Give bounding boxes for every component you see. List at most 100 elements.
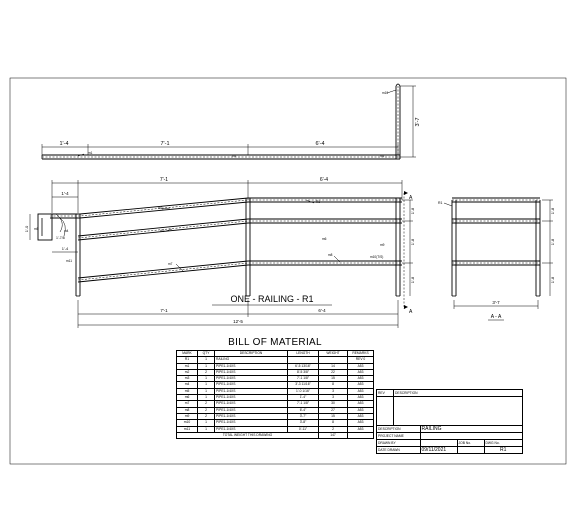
sheet-border bbox=[9, 77, 567, 465]
elev-dim-label: 1'-8 bbox=[410, 276, 415, 283]
elev-dim-label: 1'-4 bbox=[61, 191, 69, 196]
rev-header: REV bbox=[376, 389, 394, 397]
section-view: R1 1'-8 1'-8 1'-8 3'-7 A - A bbox=[438, 197, 555, 321]
bom-cell-remarks: REV 0 bbox=[347, 356, 374, 364]
dwg-no-value: R1 bbox=[483, 446, 523, 454]
lower-rail bbox=[77, 264, 402, 283]
bom-cell-remarks: A53 bbox=[347, 368, 374, 377]
part-mark: m1 bbox=[380, 154, 385, 158]
bom-header-row: MARK QTY DESCRIPTION LENGTH WEIGHT REMAR… bbox=[176, 349, 374, 358]
part-mark: m5 bbox=[34, 227, 39, 231]
elev-dim-label: 1'-0 bbox=[24, 225, 29, 232]
elev-dim-label: 7'-1 bbox=[160, 308, 168, 313]
part-mark: m10(T/S) bbox=[370, 255, 383, 259]
job-no-label: JOB No. bbox=[456, 439, 485, 447]
project-label: PROJECT NAME bbox=[376, 432, 421, 440]
bom-header-remarks: REMARKS bbox=[347, 349, 374, 358]
bom-total-blank bbox=[347, 431, 374, 440]
bom-cell-remarks: A53 bbox=[347, 387, 374, 396]
section-arrow bbox=[404, 191, 408, 195]
section-dim-label: 1'-8 bbox=[550, 276, 555, 283]
part-mark: m6 bbox=[322, 237, 327, 241]
section-dim-label: 3'-7 bbox=[492, 300, 500, 305]
bom-cell-remarks: A53 bbox=[347, 419, 374, 427]
top-rail bbox=[50, 197, 402, 215]
elev-dim-label: 1'-8 bbox=[410, 238, 415, 245]
title-block: REV DESCRIPTION DESCRIPTION RAILING PROJ… bbox=[376, 389, 523, 454]
part-mark: m1 bbox=[88, 151, 93, 155]
elev-dim-label: 6'-4 bbox=[320, 177, 328, 183]
part-mark: m10 bbox=[382, 91, 388, 95]
description-value: RAILING bbox=[419, 425, 523, 433]
bom-cell-remarks: A53 bbox=[347, 400, 374, 408]
bom-cell-remarks: A53 bbox=[347, 362, 374, 370]
date-value: 09/11/2021 bbox=[419, 446, 458, 454]
bom-cell-remarks: A53 bbox=[347, 425, 374, 433]
section-arrow bbox=[404, 305, 408, 309]
part-mark: m8 bbox=[328, 253, 333, 257]
bom-title: BILL OF MATERIAL bbox=[228, 337, 322, 348]
section-mark: A bbox=[409, 195, 413, 201]
top-dim-label: 3'-7 bbox=[415, 118, 421, 127]
section-mark: A bbox=[409, 309, 413, 315]
view-heading: ONE - RAILING - R1 bbox=[230, 294, 313, 304]
project-value bbox=[419, 432, 523, 440]
part-mark: m3 bbox=[160, 229, 165, 233]
lower-rail bbox=[77, 260, 402, 279]
bom-cell-remarks: A53 bbox=[347, 394, 374, 402]
top-dim-label: 7'-1 bbox=[161, 141, 170, 147]
description-label: DESCRIPTION bbox=[376, 425, 421, 433]
elev-dim-label: 12'-5 bbox=[233, 319, 243, 324]
elev-dim-label: 1'-7/8 bbox=[56, 236, 65, 240]
section-label: A - A bbox=[491, 314, 502, 320]
elevation-view: 7'-1 6'-4 1'-4 1'-0 1' bbox=[24, 177, 415, 328]
bom-total-label: TOTAL WEIGHT THIS DRAWING bbox=[176, 431, 319, 440]
part-mark: m9 bbox=[380, 243, 385, 247]
part-mark: m7 bbox=[168, 262, 173, 266]
bom-total-weight: 147 bbox=[318, 431, 348, 440]
part-mark: R1 bbox=[438, 201, 443, 205]
elev-dim-label: 1'-8 bbox=[410, 207, 415, 214]
bom-table: MARK QTY DESCRIPTION LENGTH WEIGHT REMAR… bbox=[176, 349, 374, 440]
elev-dim-label: 7'-1 bbox=[160, 177, 168, 183]
elev-dim-label: 6'-4 bbox=[318, 308, 326, 313]
date-label: DATE DRAWN bbox=[376, 446, 421, 454]
bom-cell-remarks: A53 bbox=[347, 406, 374, 414]
part-mark: m11 bbox=[66, 259, 72, 263]
bom-cell-remarks: A53 bbox=[347, 412, 374, 421]
bom-cell-remarks: A53 bbox=[347, 381, 374, 389]
section-dim-label: 1'-8 bbox=[550, 238, 555, 245]
description-header: DESCRIPTION bbox=[393, 389, 523, 397]
top-dim-label: 1'-4 bbox=[60, 141, 69, 147]
end-loop bbox=[37, 213, 53, 241]
elev-dim-label: 1'-4 bbox=[62, 246, 69, 251]
part-mark: m2 bbox=[158, 206, 163, 210]
part-mark: m1 bbox=[232, 154, 237, 158]
bom-cell-remarks: A53 bbox=[347, 375, 374, 383]
top-rail bbox=[50, 201, 402, 219]
dwg-no-label: DWG No. bbox=[483, 439, 523, 447]
mid-rail bbox=[77, 218, 402, 237]
part-mark: m4 bbox=[64, 229, 69, 233]
part-mark: R1 bbox=[316, 200, 320, 204]
top-view: 1'-4 7'-1 6'-4 3'-7 m10 m1 m1 m1 bbox=[41, 83, 421, 160]
drawn-by-label: DRAWN BY bbox=[376, 439, 421, 447]
top-dim-label: 6'-4 bbox=[316, 141, 325, 147]
mid-rail bbox=[77, 222, 402, 241]
section-dim-label: 1'-8 bbox=[550, 207, 555, 214]
